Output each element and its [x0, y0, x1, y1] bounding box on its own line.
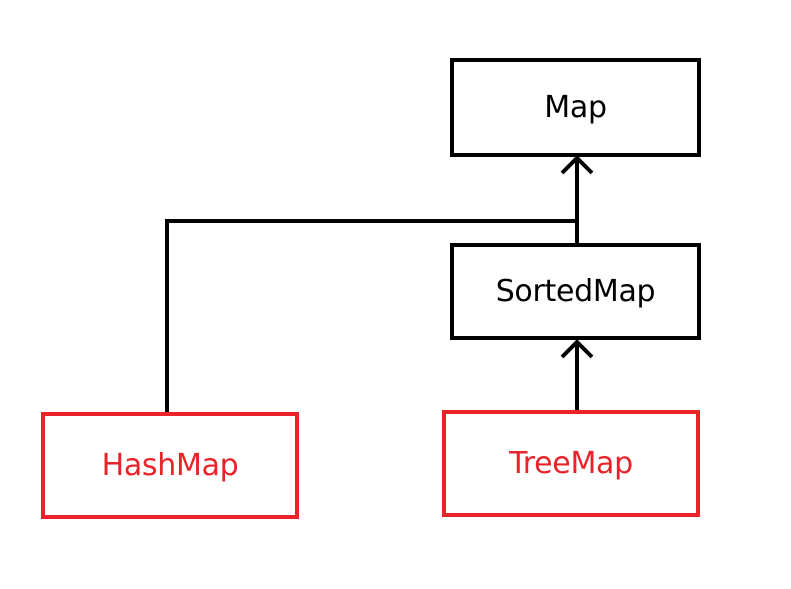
node-sortedmap-label: SortedMap	[495, 274, 656, 309]
node-map-label: Map	[544, 90, 607, 125]
node-treemap-label: TreeMap	[509, 446, 633, 481]
node-map: Map	[450, 58, 701, 157]
connector-hashmap-to-map	[165, 219, 577, 414]
arrowhead-into-map-icon	[560, 155, 594, 175]
arrowhead-into-sortedmap-icon	[560, 339, 594, 359]
node-hashmap-label: HashMap	[101, 448, 239, 483]
node-treemap: TreeMap	[442, 410, 700, 517]
node-sortedmap: SortedMap	[450, 243, 701, 340]
node-hashmap: HashMap	[41, 412, 299, 519]
